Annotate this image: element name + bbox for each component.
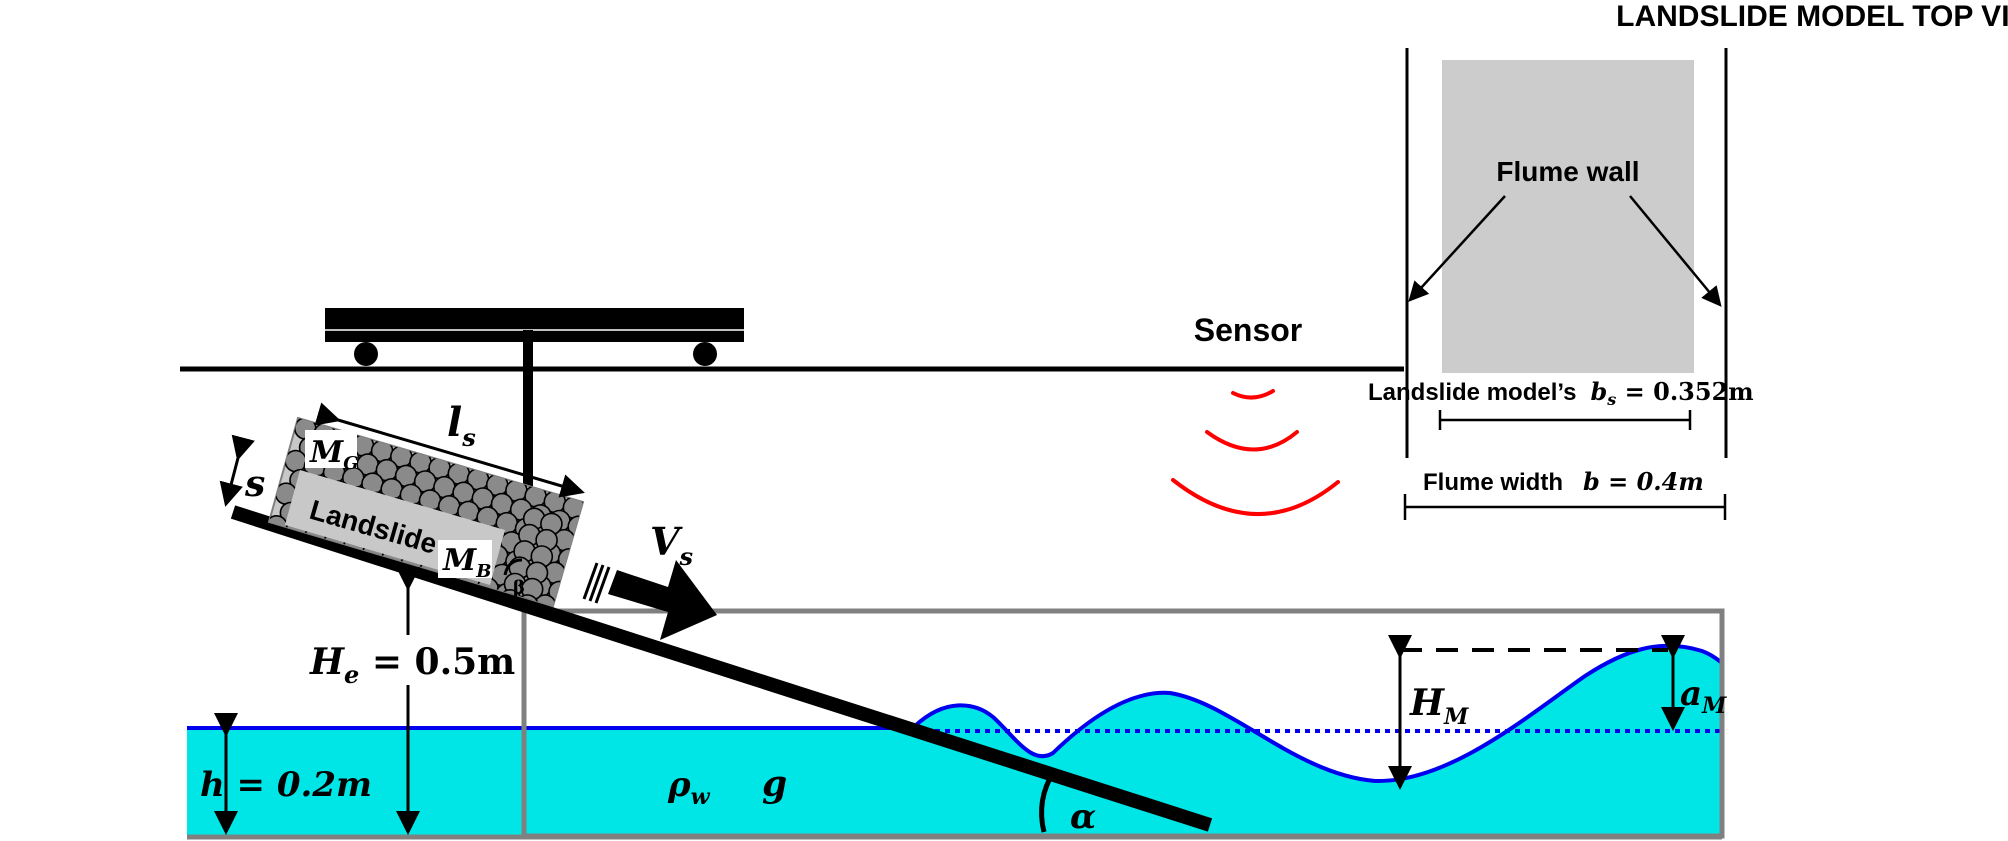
carriage <box>325 308 744 342</box>
beta-label: β <box>513 577 525 598</box>
carriage-rod <box>523 330 533 487</box>
beta-angle-arc <box>503 558 523 576</box>
sensor-signal-icon <box>1171 389 1340 516</box>
gravity-label: g <box>762 763 787 805</box>
velocity-arrow-icon <box>582 560 717 640</box>
landslide-width-label: Landslide model’s bs = 0.352m <box>1368 377 1754 409</box>
flume-wall-arrow-left <box>1408 195 1506 302</box>
ls-dimension-arrow <box>314 402 585 498</box>
h-label: h = 0.2m <box>200 765 372 805</box>
landslide-top-view-block <box>1442 60 1694 373</box>
rho-label: ρw <box>667 765 711 810</box>
vs-label: Vs <box>650 519 693 571</box>
top-view-title: LANDSLIDE MODEL TOP VIEW <box>1616 0 2008 33</box>
carriage-wheel-left <box>354 342 378 366</box>
s-dimension-arrow <box>219 434 255 507</box>
s-label: s <box>244 463 265 505</box>
sensor-label: Sensor <box>1194 312 1302 348</box>
slope-ramp <box>230 505 1213 832</box>
alpha-label: α <box>1070 797 1096 837</box>
hm-label: HM <box>1409 682 1469 730</box>
ls-label: ls <box>447 399 476 452</box>
flume-wall-arrow-right <box>1629 195 1722 307</box>
am-label: aM <box>1680 674 1727 719</box>
gravel-particle <box>284 449 308 473</box>
slope-angle-arc <box>1039 769 1057 833</box>
flume-width-label: Flume width b = 0.4m <box>1423 467 1704 496</box>
he-label-bg <box>305 635 515 685</box>
mb-label: MB <box>442 543 491 582</box>
carriage-wheel-right <box>693 342 717 366</box>
wave-profile <box>913 643 1724 784</box>
mb-label-box <box>438 540 492 578</box>
flume-wall-label: Flume wall <box>1496 156 1639 187</box>
he-label: He = 0.5m <box>309 641 515 689</box>
